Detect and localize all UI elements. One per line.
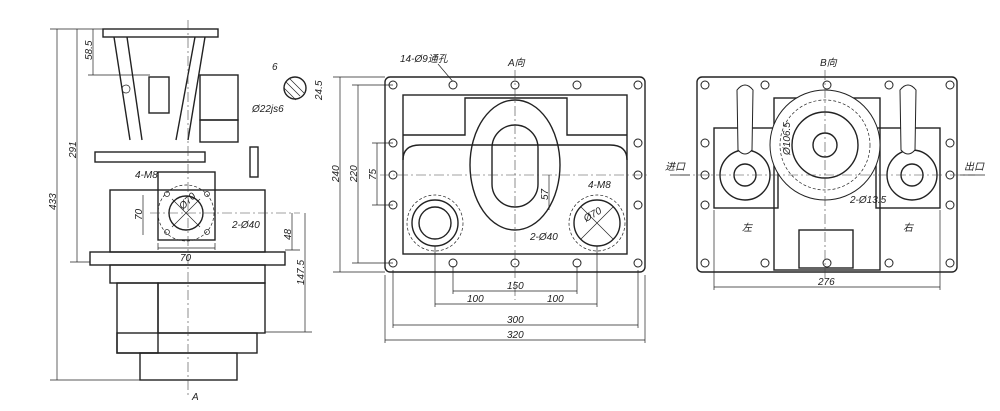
dim-100-left: 100 xyxy=(467,294,484,305)
view-a-title: A向 xyxy=(507,57,526,69)
mounting-hole xyxy=(448,80,458,90)
bottom-block xyxy=(798,229,854,269)
dim-58-5: 58.5 xyxy=(84,40,95,60)
mounting-hole xyxy=(884,258,894,268)
port-left-outer xyxy=(406,194,464,252)
dim-100-right: 100 xyxy=(547,294,564,305)
dim-291: 291 xyxy=(68,141,79,159)
bolt-circle xyxy=(779,99,871,191)
thread-label: 4-M8 xyxy=(588,180,611,191)
dim-300: 300 xyxy=(507,315,524,326)
port-left-inner xyxy=(418,206,452,240)
mounting-hole xyxy=(760,80,770,90)
right-valve xyxy=(886,149,938,201)
mounting-holes xyxy=(388,80,643,268)
shaft-diameter: Ø22js6 xyxy=(251,104,284,115)
bolt-hole xyxy=(164,229,170,235)
thread-label: 4-M8 xyxy=(135,170,158,181)
dimension-lines xyxy=(670,174,985,290)
mounting-hole xyxy=(700,200,710,210)
oval-outer xyxy=(469,99,561,231)
dim-276: 276 xyxy=(817,277,835,288)
port-holes: 2-Ø40 xyxy=(231,220,260,231)
mounting-hole xyxy=(822,258,832,268)
port-width: 70 xyxy=(180,253,192,264)
view-b-title: B向 xyxy=(820,57,838,69)
dim-key-depth: 24.5 xyxy=(314,80,325,101)
mounting-hole xyxy=(572,80,582,90)
left-label: 左 xyxy=(742,222,753,234)
mounting-hole xyxy=(633,200,643,210)
port-spacing: 70 xyxy=(134,208,145,220)
mounting-hole xyxy=(633,138,643,148)
port-holes: 2-Ø40 xyxy=(529,232,558,243)
dim-220: 220 xyxy=(349,165,360,183)
dim-150: 150 xyxy=(507,281,524,292)
screw xyxy=(121,84,131,94)
motor-housing xyxy=(199,74,239,121)
port-cross xyxy=(580,206,614,240)
switch-body xyxy=(148,76,170,114)
mounting-hole xyxy=(700,80,710,90)
outlet-label: 出口 xyxy=(964,161,985,173)
port-block xyxy=(157,171,216,241)
view-a: A向 14-Ø9通孔 240 220 75 57 150 100 100 300… xyxy=(331,53,650,343)
dim-key-width: 6 xyxy=(272,62,278,73)
gear-housing-left xyxy=(116,282,159,354)
dim-48: 48 xyxy=(283,228,294,240)
left-valve xyxy=(719,149,771,201)
port-right-outer xyxy=(568,194,626,252)
motor-base xyxy=(199,119,239,143)
dimension-lines xyxy=(50,28,312,381)
mounting-hole xyxy=(448,258,458,268)
base-plate xyxy=(696,76,958,273)
dim-320: 320 xyxy=(507,330,524,341)
mounting-hole xyxy=(884,80,894,90)
bolt-hole xyxy=(204,191,210,197)
right-handle xyxy=(899,84,917,155)
left-handle xyxy=(736,84,754,155)
port-diameter: Ø70 xyxy=(581,205,604,225)
dim-147-5: 147.5 xyxy=(296,260,307,285)
mount-plate xyxy=(94,151,206,163)
lower-housing xyxy=(116,332,258,354)
cable-gland xyxy=(249,146,259,178)
holes-label: 2-Ø13.5 xyxy=(849,195,887,206)
top-plate xyxy=(102,28,219,38)
gear-housing-right xyxy=(157,282,266,334)
mounting-hole xyxy=(633,80,643,90)
dimension-lines xyxy=(333,76,646,343)
side-view: 433 291 58.5 6 24.5 Ø22js6 4-M8 Ø70 70 7… xyxy=(48,20,325,403)
mounting-hole xyxy=(945,258,955,268)
top-recess xyxy=(403,97,627,136)
mounting-hole xyxy=(700,258,710,268)
mounting-hole xyxy=(945,138,955,148)
bolt-hole xyxy=(204,229,210,235)
shaft-section xyxy=(283,76,307,100)
mounting-hole xyxy=(572,258,582,268)
holes-label: 14-Ø9通孔 xyxy=(400,53,449,65)
mounting-hole xyxy=(760,258,770,268)
right-label: 右 xyxy=(903,222,915,234)
mounting-hole xyxy=(822,80,832,90)
dim-75: 75 xyxy=(368,168,379,180)
gear-housing xyxy=(109,264,266,284)
bolt-hole xyxy=(164,191,170,197)
circle-diameter: Ø106.5 xyxy=(782,122,793,156)
inlet-label: 进口 xyxy=(665,161,686,173)
port-diameter: Ø70 xyxy=(177,191,199,213)
support-frame xyxy=(113,36,206,141)
mounting-hole xyxy=(700,138,710,148)
dim-240: 240 xyxy=(331,165,342,183)
mounting-hole xyxy=(945,80,955,90)
dim-433: 433 xyxy=(48,193,59,210)
bottom-block xyxy=(139,352,238,381)
dim-57: 57 xyxy=(540,188,551,200)
shaft-hatch xyxy=(283,78,305,101)
mounting-hole xyxy=(633,258,643,268)
view-b: B向 进口 出口 左 右 Ø106.5 2-Ø13.5 276 xyxy=(665,57,985,290)
view-marker-a: A xyxy=(191,392,199,403)
mounting-hole xyxy=(945,200,955,210)
